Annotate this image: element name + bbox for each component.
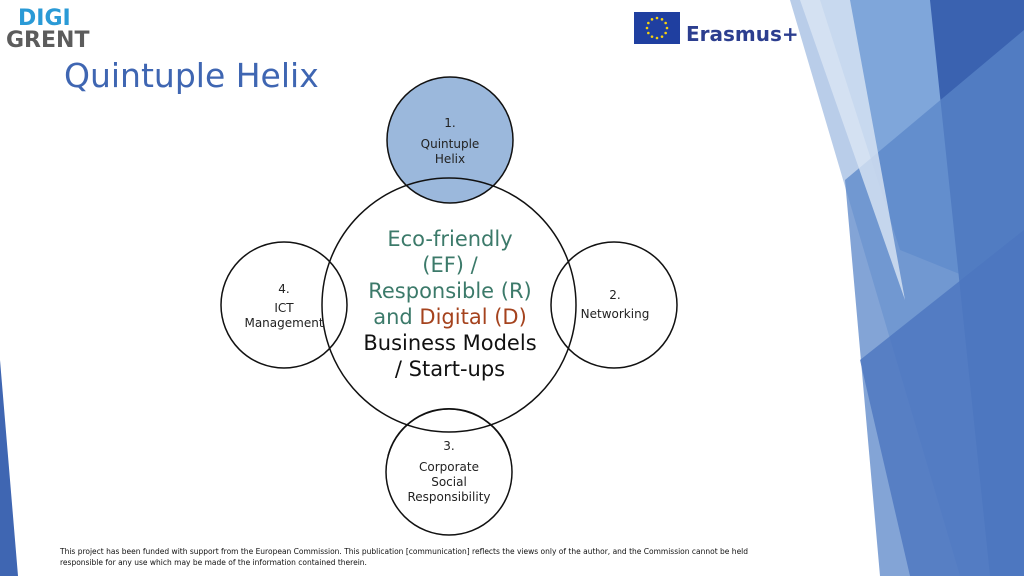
center-line-4-prefix: and <box>373 305 420 329</box>
eu-star-icon <box>647 31 650 35</box>
deco-left-wedge <box>0 360 18 576</box>
center-line-1: Eco-friendly <box>387 227 513 251</box>
node-3-line-2: Social <box>431 475 467 489</box>
center-line-4-highlight: Digital (D) <box>419 305 527 329</box>
eu-star-icon <box>647 21 650 25</box>
center-label: Eco-friendly (EF) / Responsible (R) and … <box>340 226 560 382</box>
eu-flag-icon <box>634 12 680 44</box>
logo-grent-text: GRENT <box>6 28 90 53</box>
node-4-line-2: Management <box>244 316 324 330</box>
node-1-line-2: Helix <box>434 152 466 166</box>
node-1-label: 1. Quintuple Helix <box>400 116 500 167</box>
node-circle-3-arc <box>387 407 511 457</box>
eu-star-icon <box>660 35 664 38</box>
center-line-3: Responsible (R) <box>368 279 532 303</box>
node-2-line-1: Networking <box>580 307 650 321</box>
page-title: Quintuple Helix <box>64 56 319 95</box>
center-circle <box>321 177 577 433</box>
eu-star-icon <box>660 18 664 21</box>
node-3-label: 3. Corporate Social Responsibility <box>394 439 504 505</box>
eu-star-icon <box>665 26 669 30</box>
center-line-2: (EF) / <box>422 253 478 277</box>
node-2-number: 2. <box>609 288 621 302</box>
eu-star-icon <box>664 21 667 25</box>
node-4-label: 4. ICT Management <box>238 282 330 331</box>
node-1-number: 1. <box>444 116 456 130</box>
eu-star-icon <box>650 35 654 38</box>
center-line-4: and Digital (D) <box>340 304 560 330</box>
node-3-number: 3. <box>443 439 455 453</box>
eu-star-icon <box>650 18 654 21</box>
node-4-number: 4. <box>278 282 290 296</box>
eu-star-icon <box>664 31 667 35</box>
node-circle-2 <box>550 241 678 369</box>
node-4-line-1: ICT <box>274 301 294 315</box>
deco-thin-sliver <box>800 0 905 300</box>
node-2-label: 2. Networking <box>570 288 660 322</box>
node-circle-1 <box>386 76 514 204</box>
node-3-line-1: Corporate <box>419 460 479 474</box>
deco-lower-band <box>860 230 1024 576</box>
center-line-6: / Start-ups <box>394 357 506 381</box>
funding-disclaimer: This project has been funded with suppor… <box>60 547 749 567</box>
logo-digi-text: DIGI <box>18 6 71 31</box>
eu-star-icon <box>645 26 649 30</box>
center-line-5: Business Models <box>363 331 537 355</box>
erasmus-plus-label: Erasmus+ <box>686 22 799 46</box>
eu-flag-stars <box>645 16 669 40</box>
eu-star-icon <box>655 16 659 20</box>
node-circle-4 <box>220 241 348 369</box>
node-1-line-1: Quintuple <box>420 137 480 151</box>
eu-star-icon <box>655 36 659 40</box>
node-3-line-3: Responsibility <box>407 490 491 504</box>
